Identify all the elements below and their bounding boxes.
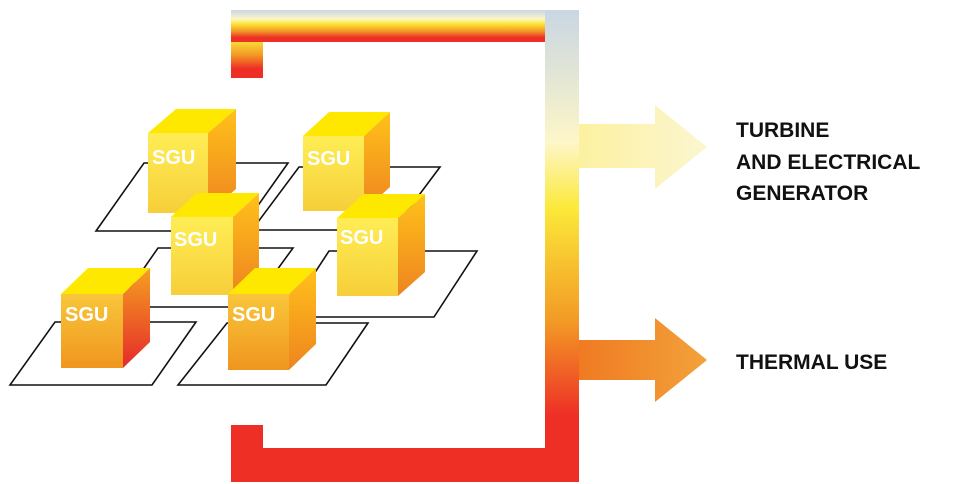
cube-front: [61, 294, 123, 368]
sgu-unit: SGU: [228, 268, 316, 370]
sgu-unit: SGU: [61, 268, 150, 368]
turbine-label-line1: TURBINE: [736, 119, 830, 142]
cube-side: [364, 112, 390, 211]
cube-top: [61, 268, 150, 294]
cube-top: [171, 193, 259, 217]
cube-front: [337, 218, 398, 296]
cube-top: [148, 109, 236, 133]
sgu-unit: SGU: [171, 193, 259, 295]
cube-top: [303, 112, 390, 136]
sgu-label: SGU: [174, 229, 217, 251]
sgu-label: SGU: [340, 227, 383, 249]
turbine-label-line3: GENERATOR: [736, 182, 869, 205]
sgu-label: SGU: [152, 147, 195, 169]
heat-pipe: [231, 10, 579, 482]
sgu-unit: SGU: [303, 112, 390, 211]
cube-side: [289, 268, 316, 370]
pipe-top-run: [231, 10, 579, 42]
sgu-label: SGU: [232, 304, 275, 326]
turbine-label-line2: AND ELECTRICAL: [736, 150, 921, 174]
cube-top: [228, 268, 316, 294]
cube-front: [228, 294, 289, 370]
frame-6: [176, 322, 370, 386]
cube-side: [233, 193, 259, 295]
sgu-label: SGU: [65, 304, 108, 326]
thermal-label-line1: THERMAL USE: [736, 351, 888, 374]
sgu-label: SGU: [307, 148, 350, 170]
cube-front: [303, 136, 364, 211]
cube-side: [398, 194, 425, 296]
cube-top: [337, 194, 425, 218]
pipe-bottom-inlet: [231, 425, 263, 482]
sgu-unit: SGU: [337, 194, 425, 296]
thermal-output-arrow: [579, 318, 707, 402]
cube-side: [208, 109, 236, 213]
sgu-unit: SGU: [148, 109, 236, 213]
pipe-bottom-run: [231, 448, 579, 482]
turbine-output-label: TURBINE AND ELECTRICAL GENERATOR: [736, 115, 920, 210]
cube-front: [171, 217, 233, 295]
cube-side: [123, 268, 150, 368]
thermal-output-label: THERMAL USE: [736, 347, 887, 379]
turbine-output-arrow: [579, 105, 707, 189]
pipe-right-riser: [545, 10, 579, 482]
